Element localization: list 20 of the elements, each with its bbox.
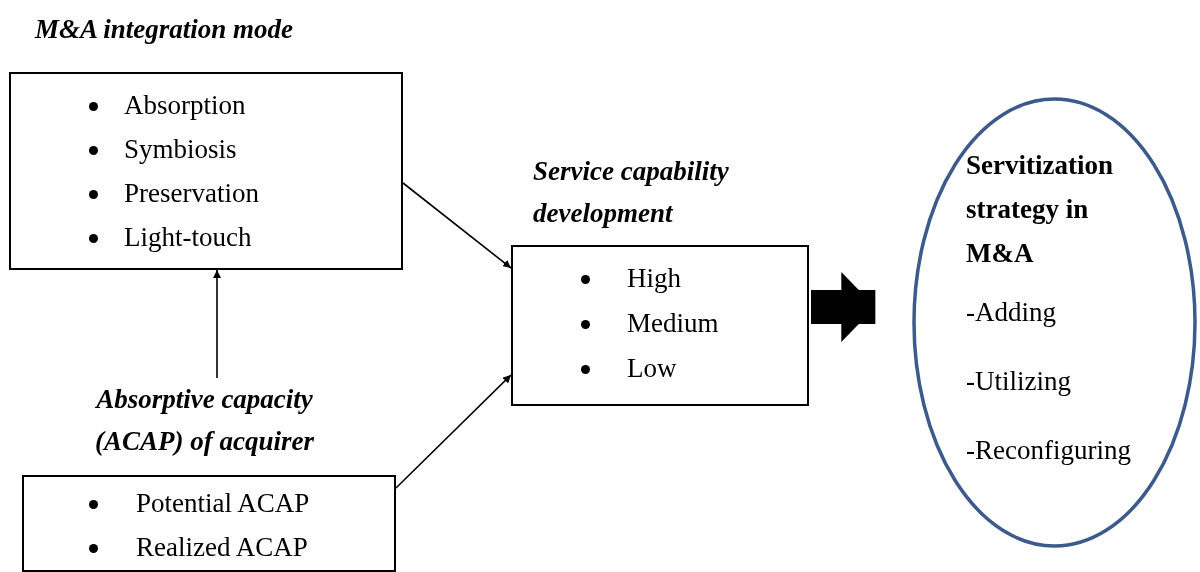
list-item: Absorption [124, 90, 246, 120]
list-item: Light-touch [124, 222, 252, 252]
arrow [213, 269, 221, 379]
list-item: -Utilizing [966, 366, 1071, 396]
list-item: Realized ACAP [136, 532, 308, 562]
list-item: -Adding [966, 297, 1056, 327]
node-heading: Absorptive capacity (ACAP) of acquirer [94, 383, 315, 458]
node-heading: M&A integration mode [35, 13, 295, 46]
list-item: High [627, 263, 681, 293]
node-heading: Service capability development [533, 155, 730, 230]
arrow [395, 374, 512, 489]
list-item: Symbiosis [124, 134, 237, 164]
list-item: Low [627, 353, 677, 383]
list-item: Potential ACAP [136, 488, 310, 518]
list-item: Preservation [124, 178, 259, 208]
arrow [402, 182, 512, 269]
node-heading: Servitization strategy in M&A [966, 149, 1114, 270]
list-item: Medium [627, 308, 719, 338]
list-item: -Reconfiguring [966, 435, 1131, 465]
block-arrow [811, 272, 876, 342]
